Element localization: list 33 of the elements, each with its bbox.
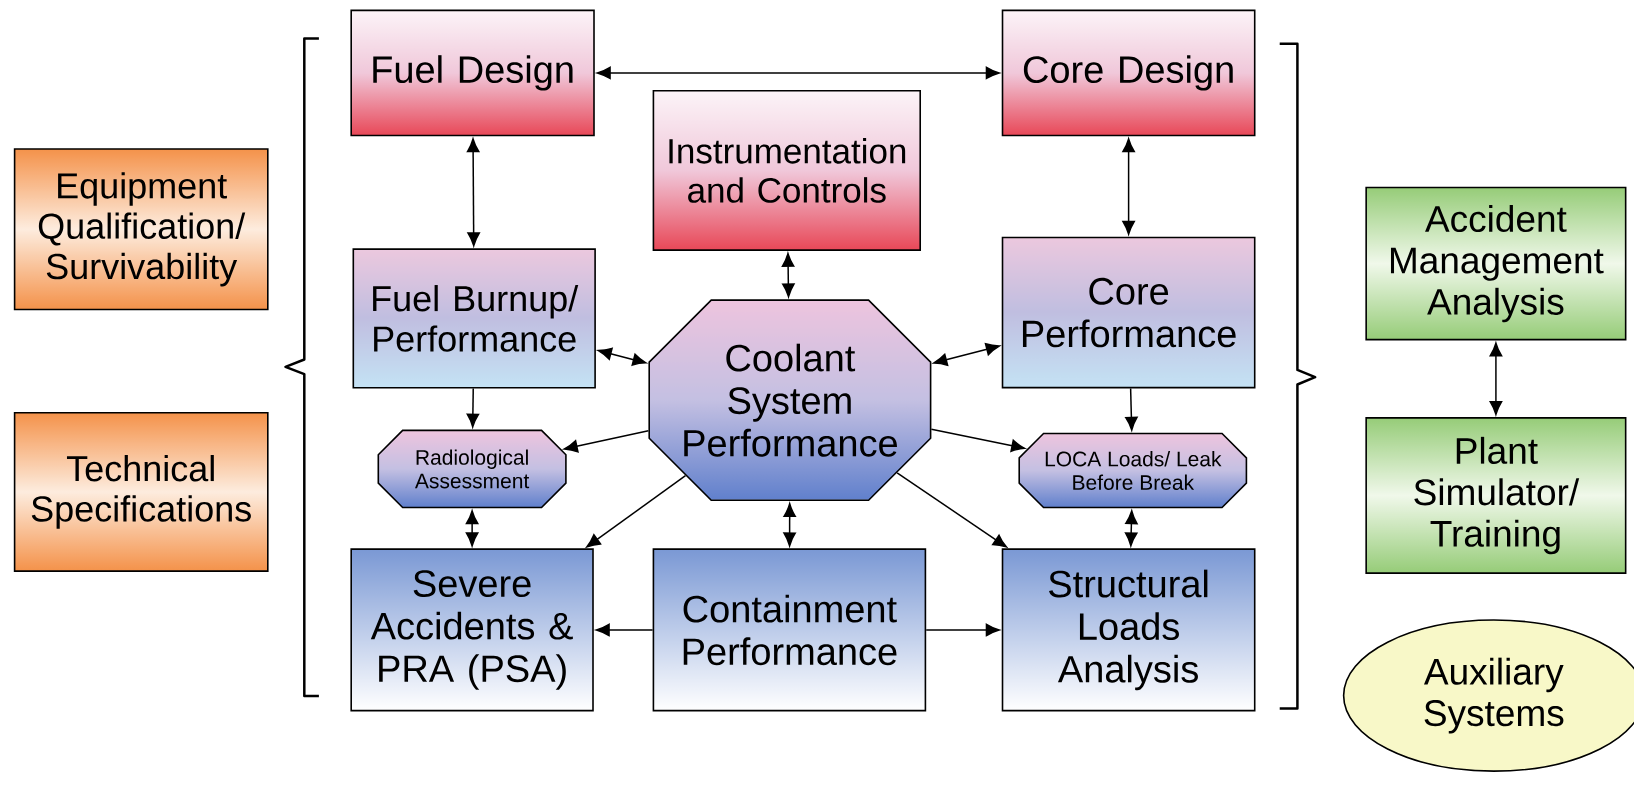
process-box: Fuel Burnup/ Performance: [352, 248, 596, 389]
arrow: [466, 138, 480, 247]
arrow: [1122, 138, 1135, 235]
process-box: Core Performance: [1001, 236, 1256, 389]
arrow: [1489, 342, 1503, 416]
process-box: Accident Management Analysis: [1365, 186, 1627, 341]
octagon: Coolant System Performance: [648, 299, 932, 502]
arrow: [930, 428, 1026, 452]
process-box: Containment Performance: [652, 548, 927, 712]
process-box: Plant Simulator/ Training: [1365, 417, 1627, 574]
arrow: [1125, 387, 1138, 431]
arrow: [925, 623, 1000, 637]
process-box: Core Design: [1001, 9, 1256, 137]
process-box: Instrumentation and Controls: [652, 89, 921, 251]
arrow: [783, 503, 796, 547]
arrow: [595, 623, 654, 637]
process-box: Severe Accidents & PRA (PSA): [350, 548, 594, 712]
arrow: [781, 252, 795, 298]
arrow: [465, 510, 479, 547]
arrow: [596, 66, 1000, 80]
process-box: Technical Specifications: [13, 411, 269, 572]
arrow: [597, 347, 647, 366]
octagon: LOCA Loads/ Leak Before Break: [1018, 432, 1248, 509]
process-box: Fuel Design: [350, 9, 595, 137]
arrow: [563, 430, 650, 453]
arrow: [466, 387, 480, 428]
arrow: [933, 343, 1000, 366]
arrow: [586, 474, 687, 548]
process-box: Structural Loads Analysis: [1001, 548, 1256, 712]
arrow: [1124, 510, 1138, 547]
arrow: [896, 472, 1008, 548]
process-box: Equipment Qualification/ Survivability: [13, 148, 269, 311]
octagon: Radiological Assessment: [377, 429, 567, 509]
